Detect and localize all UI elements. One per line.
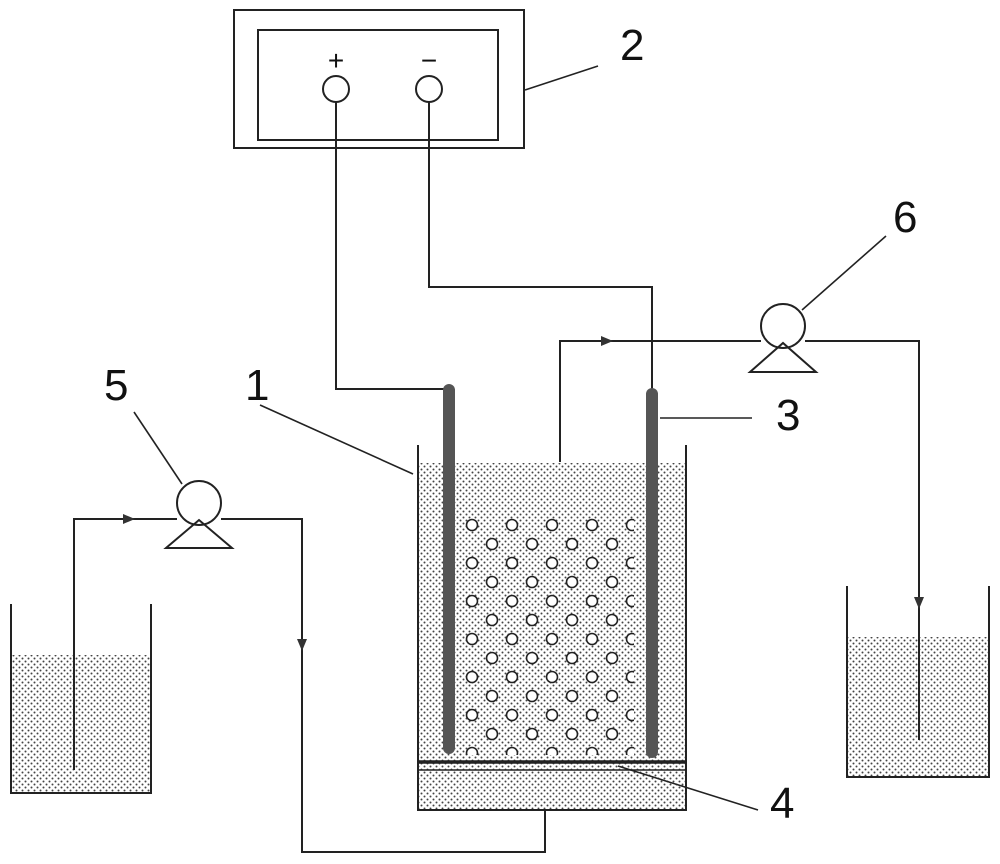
- positive-sign: +: [328, 45, 344, 76]
- outlet-suction-pipe: [559, 340, 761, 462]
- inlet-pump: [163, 480, 235, 549]
- reactor-vessel: [417, 445, 687, 811]
- packed-particle-bed: [462, 515, 634, 755]
- inlet-suction-pipe: [73, 518, 177, 770]
- negative-terminal: [415, 75, 443, 103]
- power-supply: + −: [233, 9, 525, 149]
- anode-electrode: [443, 384, 455, 754]
- label-inlet-pump: 5: [104, 361, 128, 410]
- label-support-plate: 4: [770, 779, 794, 828]
- inlet-discharge-pipe: [221, 518, 546, 853]
- influent-beaker: [10, 604, 152, 794]
- label-outlet-pump: 6: [893, 193, 917, 242]
- cathode-electrode: [646, 388, 658, 758]
- outlet-pump: [747, 303, 819, 373]
- label-cathode: 3: [776, 391, 800, 440]
- negative-sign: −: [421, 45, 437, 76]
- label-reactor: 1: [245, 361, 269, 410]
- positive-terminal: [322, 75, 350, 103]
- anode-wire: [335, 102, 448, 390]
- cathode-wire: [428, 102, 653, 392]
- label-power-supply: 2: [620, 21, 644, 70]
